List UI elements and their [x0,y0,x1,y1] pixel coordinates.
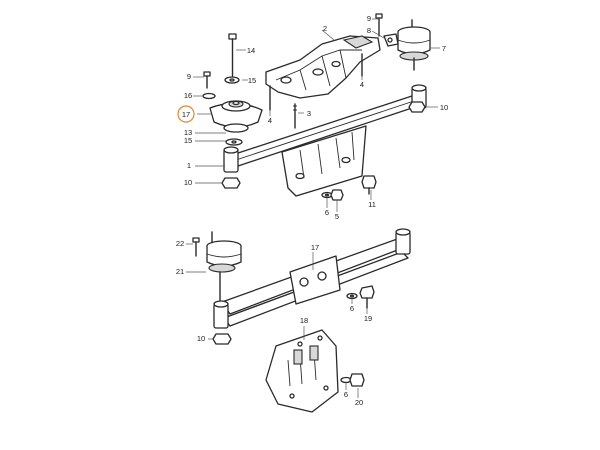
callout-22: 22 [176,239,184,248]
callout-9-left: 9 [187,72,191,81]
part-16-washer [202,92,216,100]
part-6-washer-mid [346,292,358,300]
callout-4-right: 4 [360,80,364,89]
part-7-mount [397,19,431,71]
part-15-washer-lower [225,138,243,146]
part-17-lower-crossmember [213,228,411,329]
part-19-bolt [359,285,375,309]
part-11-bolt [361,175,377,195]
callout-8: 8 [367,26,371,35]
callout-10-lower: 10 [197,334,205,343]
leader-lines [186,18,440,398]
part-9-bolt-left [203,71,211,89]
callout-6-lower: 6 [344,390,348,399]
part-8-bracket [383,33,399,47]
part-10-nut-right [408,101,426,113]
callout-9-upper: 9 [367,14,371,23]
callout-15-lower: 15 [184,136,192,145]
callout-17-lower: 17 [311,243,319,252]
callout-5: 5 [335,212,339,221]
callout-15-upper: 15 [248,76,256,85]
part-15-washer-upper [224,76,240,84]
callout-13: 13 [184,128,192,137]
highlight-ring[interactable] [177,105,195,123]
part-1-crossmember [223,84,427,197]
callout-14: 14 [247,46,255,55]
callout-6-upper: 6 [325,208,329,217]
part-10-nut-lower [212,333,232,345]
part-21-mount [206,231,242,301]
part-22-bolt [192,237,200,257]
callout-10-left: 10 [184,178,192,187]
part-3-stud [293,103,297,129]
callout-10-right: 10 [440,103,448,112]
callout-18: 18 [300,316,308,325]
part-18-plate [265,329,339,413]
part-17-rubber-mount [209,100,263,133]
callout-labels: 2 14 7 9 8 9 15 16 17 13 15 1 10 3 4 4 1… [176,14,448,407]
callout-7: 7 [442,44,446,53]
part-14-bolt [228,33,237,77]
callout-20: 20 [355,398,363,407]
part-20-nut [349,373,365,387]
callout-21: 21 [176,267,184,276]
part-5-nut-upper [330,189,344,201]
part-10-nut-left [221,177,241,189]
callout-16: 16 [184,91,192,100]
callout-2: 2 [323,24,327,33]
callout-3: 3 [307,109,311,118]
callout-4-left: 4 [268,116,272,125]
callout-1: 1 [187,161,191,170]
callout-6-mid: 6 [350,304,354,313]
part-2-bracket [265,35,381,99]
part-9-bolt-upper [375,13,383,37]
callout-11: 11 [368,200,376,209]
callout-19: 19 [364,314,372,323]
callout-17: 17 [182,110,190,119]
